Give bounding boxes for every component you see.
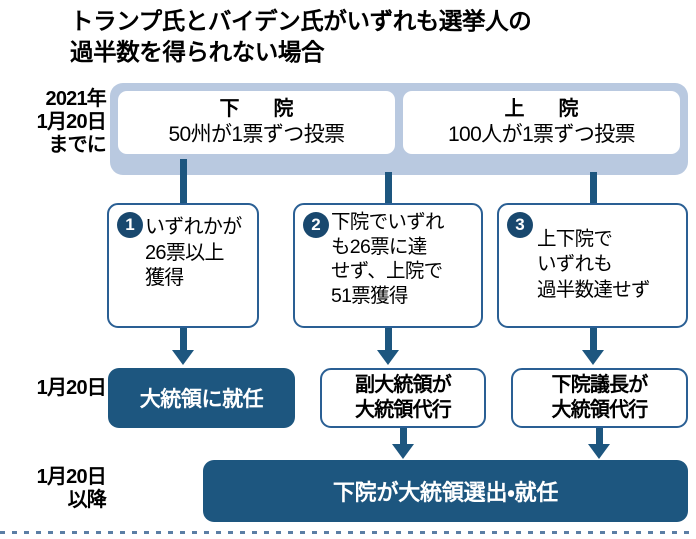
chamber-house-name: 下 院 [219, 97, 301, 120]
chamber-senate-detail: 100人が1票ずつ投票 [447, 122, 636, 146]
condition-badge-1: 1 [117, 212, 143, 238]
condition-badge-2: 2 [303, 212, 329, 238]
connector-panel-to-condition-1 [180, 159, 187, 205]
outcome-box-inaugurated: 大統領に就任 [108, 368, 295, 428]
arrow-head-outcome-2-to-final [392, 444, 414, 459]
bottom-dotted-rule [0, 531, 696, 534]
chambers-panel: 下 院 50州が1票ずつ投票 上 院 100人が1票ずつ投票 [110, 83, 688, 175]
condition-text-2: 下院でいずれ も26票に達 せず、上院で 51票獲得 [331, 211, 445, 307]
arrow-head-condition-3-to-outcome-3 [582, 350, 604, 365]
arrow-stem-condition-1-to-outcome-1 [180, 328, 187, 352]
timeline-label-stage-1: 2021年 1月20日 までに [36, 88, 107, 157]
arrow-head-condition-2-to-outcome-2 [377, 350, 399, 365]
condition-box-3: 3 上下院で いずれも 過半数達せず [497, 203, 688, 328]
outcome-box-speaker-acting: 下院議長が 大統領代行 [511, 368, 688, 428]
chamber-house-detail: 50州が1票ずつ投票 [168, 122, 345, 146]
chamber-senate-name: 上 院 [504, 97, 586, 120]
arrow-head-condition-1-to-outcome-1 [172, 350, 194, 365]
condition-badge-3: 3 [507, 212, 533, 238]
condition-box-1: 1 いずれかが 26票以上 獲得 [107, 203, 259, 328]
final-outcome-bar: 下院が大統領選出・就任 [203, 460, 688, 522]
condition-text-3: 上下院で いずれも 過半数達せず [537, 228, 651, 301]
arrow-stem-outcome-3-to-final [596, 428, 603, 446]
condition-box-2: 2 下院でいずれ も26票に達 せず、上院で 51票獲得 [293, 203, 483, 328]
arrow-stem-condition-3-to-outcome-3 [590, 328, 597, 352]
condition-text-1: いずれかが 26票以上 獲得 [145, 216, 242, 290]
timeline-label-stage-2: 1月20日 [36, 377, 107, 399]
arrow-stem-condition-2-to-outcome-2 [385, 328, 392, 352]
outcome-box-vice-president-acting: 副大統領が 大統領代行 [320, 368, 486, 428]
page-title: トランプ氏とバイデン氏がいずれも選挙人の 過半数を得られない場合 [70, 8, 532, 66]
timeline-label-stage-3: 1月20日 以降 [36, 466, 107, 512]
arrow-stem-outcome-2-to-final [400, 428, 407, 446]
arrow-head-outcome-3-to-final [588, 444, 610, 459]
chamber-box-senate: 上 院 100人が1票ずつ投票 [403, 91, 680, 154]
connector-panel-to-condition-3 [590, 172, 597, 205]
chamber-box-house: 下 院 50州が1票ずつ投票 [118, 91, 395, 154]
connector-panel-to-condition-2 [385, 172, 392, 205]
